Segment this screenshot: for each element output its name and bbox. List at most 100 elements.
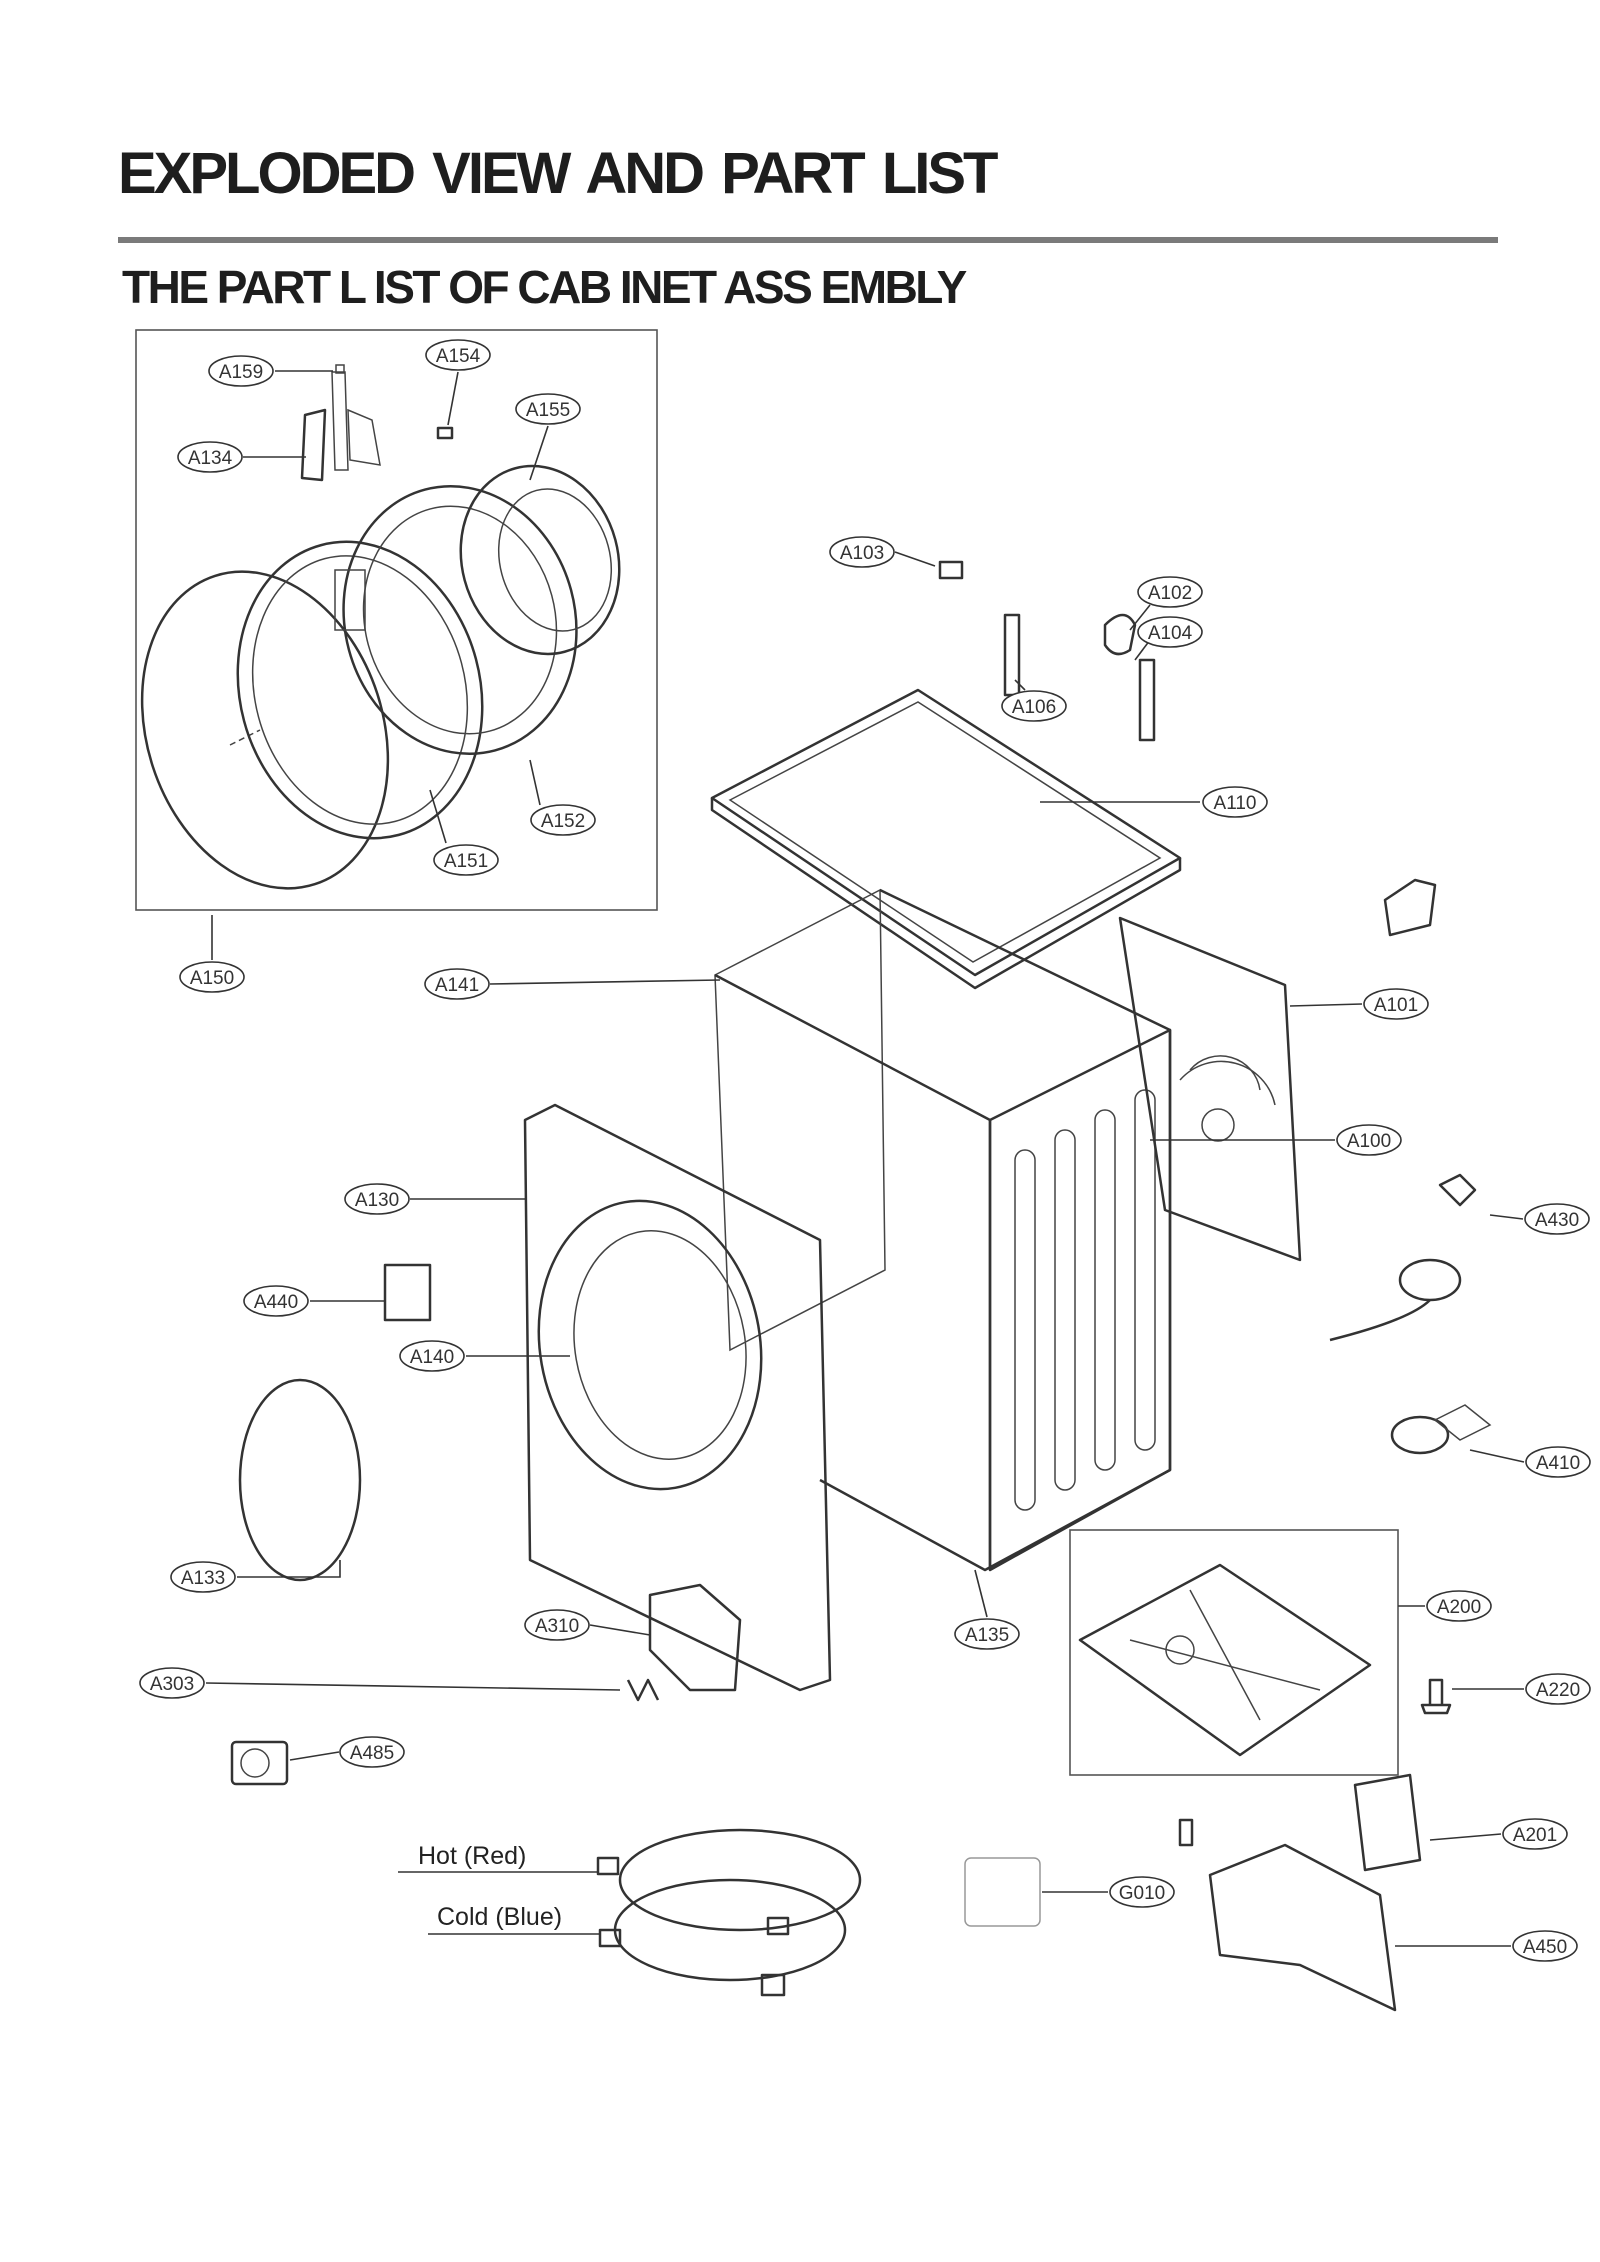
callout-a159: A159 [208,355,333,387]
base-part [1078,1563,1372,1757]
hook-bracket-part [1383,878,1437,937]
callout-label: G010 [1119,1883,1165,1904]
leg-part [1420,1678,1452,1715]
callout-leader [429,789,447,844]
callout-leader [1289,1003,1363,1007]
callout-a201: A201 [1429,1818,1568,1850]
callout-a141: A141 [424,968,721,1000]
callout-label: A101 [1374,995,1418,1016]
callout-label: A106 [1012,697,1056,718]
door-lock-part [383,1263,432,1322]
callout-label: A141 [435,975,479,996]
callout-oval [1525,1673,1591,1705]
callout-oval [208,355,274,387]
callout-a440: A440 [243,1285,385,1317]
callout-a101: A101 [1289,988,1429,1020]
callout-oval [1001,690,1067,722]
callout-oval [1202,786,1268,818]
clamp-wire-part [238,1378,362,1582]
callout-oval [170,1561,236,1593]
callout-label: A102 [1148,583,1192,604]
callout-a135: A135 [954,1569,1020,1650]
door-glass-part [140,570,390,890]
pump-part [230,1740,289,1786]
callout-oval [1426,1590,1492,1622]
callout-leader [1014,679,1026,691]
callout-a430: A430 [1489,1203,1590,1235]
callout-leader [1489,1214,1524,1220]
door-latch-part [436,426,454,440]
callout-a140: A140 [399,1340,570,1372]
callout-label: A152 [541,811,585,832]
callout-leader [1129,604,1151,631]
callout-a485: A485 [289,1736,405,1768]
callout-oval [1137,576,1203,608]
callout-leader [894,551,936,567]
callout-a150: A150 [179,915,245,993]
callout-a303: A303 [139,1667,621,1699]
callout-label: A135 [965,1625,1009,1646]
callout-label: A103 [840,543,884,564]
callout-leader [589,1624,651,1636]
spring-part [626,1678,660,1702]
callout-a152: A152 [529,759,596,836]
door-outer-ring-part [236,540,484,840]
callout-a103: A103 [829,536,936,568]
callout-label: A201 [1513,1825,1557,1846]
callout-label: A151 [444,851,488,872]
callout-a104: A104 [1134,616,1203,661]
callout-label: A430 [1535,1210,1579,1231]
page-subtitle: THE PART L IST OF CAB INET ASS EMBLY [122,261,967,313]
callout-g010: G010 [1042,1876,1175,1908]
callout-a154: A154 [425,339,491,426]
base-frame [1069,1529,1399,1776]
bracket-plate-part [1353,1773,1422,1872]
callout-a220: A220 [1452,1673,1591,1705]
callout-leader [1429,1833,1502,1841]
callout-a130: A130 [344,1183,525,1215]
callout-oval [399,1340,465,1372]
callout-oval [339,1736,405,1768]
callout-oval [524,1609,590,1641]
callout-a133: A133 [170,1560,341,1593]
callout-label: A220 [1536,1680,1580,1701]
callout-oval [1512,1930,1578,1962]
callout-label: A130 [355,1190,399,1211]
callout-label: A310 [535,1616,579,1637]
callout-oval [243,1285,309,1317]
callout-label: A159 [219,362,263,383]
callout-oval [433,844,499,876]
callout-leader [529,759,541,806]
callout-label: A154 [436,346,481,367]
callout-leader [529,425,549,481]
callout-oval [530,804,596,836]
callout-label: A110 [1214,793,1257,814]
callout-label: A155 [526,400,570,421]
bottom-bracket-part [1178,1818,1397,2012]
callout-oval [1525,1446,1591,1478]
door-bowl-part [459,464,621,656]
front-panel-part [523,1103,832,1692]
callout-leader [489,979,721,985]
callout-a151: A151 [429,789,499,876]
callout-oval [954,1618,1020,1650]
callout-oval [179,961,245,993]
callout-leader [974,1569,988,1618]
callout-leader [205,1682,621,1691]
callout-label: A133 [181,1568,225,1589]
callout-oval [1336,1124,1402,1156]
callout-oval [515,393,581,425]
cold-hose-label: Cold (Blue) [437,1903,562,1931]
callout-label: A440 [254,1292,298,1313]
callout-a410: A410 [1469,1446,1591,1478]
callout-a134: A134 [177,441,306,473]
callout-oval [344,1183,410,1215]
callout-label: A140 [410,1347,454,1368]
title-divider [118,237,1498,243]
callout-oval [425,339,491,371]
callout-leader [237,1560,341,1578]
callout-label: A150 [190,968,234,989]
callout-label: A100 [1347,1131,1391,1152]
callout-oval [1502,1818,1568,1850]
